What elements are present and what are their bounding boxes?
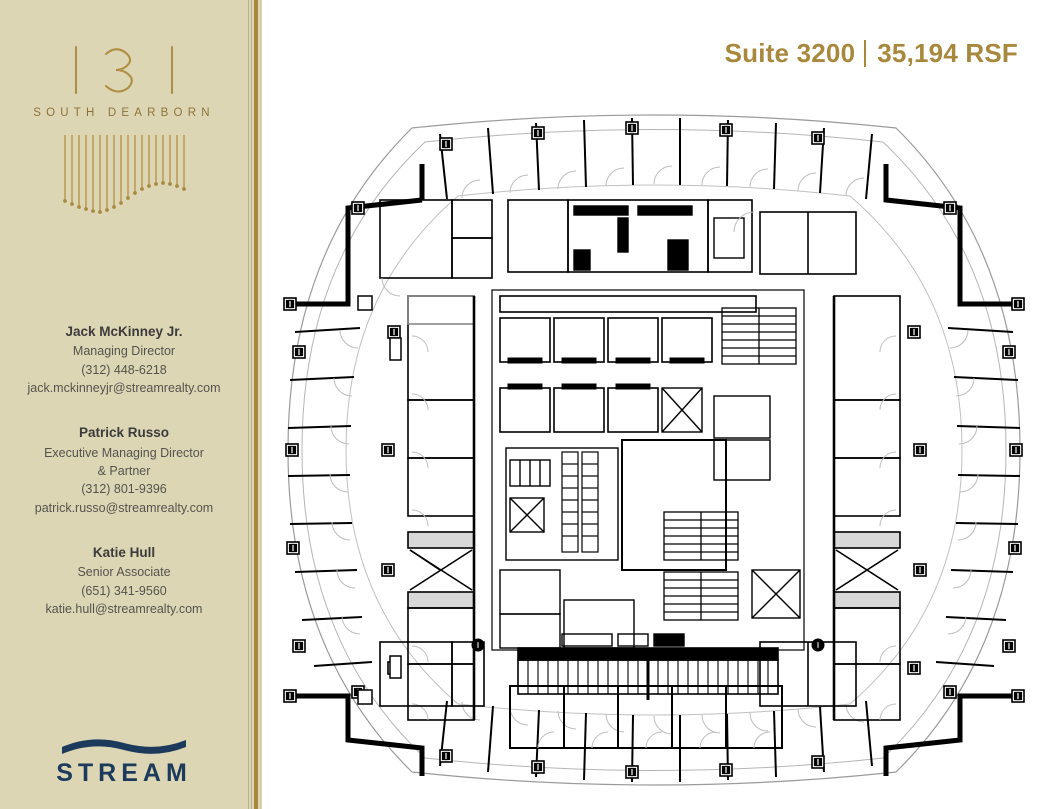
contact-title: Executive Managing Director <box>44 445 204 460</box>
page-title: Suite 3200 35,194 RSF <box>725 38 1018 69</box>
contact-name: Katie Hull <box>92 545 156 561</box>
sidebar-divider <box>248 0 262 809</box>
contact-card: Katie Hull Senior Associate (651) 341-95… <box>0 543 248 618</box>
contact-phone[interactable]: (651) 341-9560 <box>81 583 167 598</box>
contact-phone[interactable]: (312) 801-9396 <box>81 482 167 497</box>
contact-email[interactable]: katie.hull@streamrealty.com <box>45 602 203 617</box>
rsf-label: 35,194 RSF <box>877 38 1018 68</box>
contact-phone[interactable]: (312) 448-6218 <box>81 362 167 377</box>
main-panel: Suite 3200 35,194 RSF <box>262 0 1046 809</box>
floor-plan-drawing <box>262 100 1046 800</box>
suite-label: Suite 3200 <box>724 38 856 68</box>
contact-name: Patrick Russo <box>78 425 170 441</box>
building-logo: SOUTH DEARBORN <box>0 42 248 219</box>
logo-131-mark <box>0 42 248 95</box>
contact-card: Patrick Russo Executive Managing Directo… <box>0 423 248 517</box>
contact-list: Jack McKinney Jr. Managing Director (312… <box>0 322 248 645</box>
title-divider <box>864 40 867 67</box>
contact-email[interactable]: jack.mckinneyjr@streamrealty.com <box>27 381 221 395</box>
contact-title: Managing Director <box>72 344 176 359</box>
contact-email[interactable]: patrick.russo@streamrealty.com <box>34 500 214 515</box>
sidebar: SOUTH DEARBORN <box>0 0 262 809</box>
contact-title: Senior Associate <box>77 565 171 580</box>
logo-wave-mark <box>0 133 248 219</box>
stream-realty-logo: STREAM <box>0 731 248 787</box>
logo-subtitle: SOUTH DEARBORN <box>33 107 215 119</box>
contact-name: Jack McKinney Jr. <box>65 324 183 339</box>
svg-text:STREAM: STREAM <box>56 759 192 787</box>
contact-card: Jack McKinney Jr. Managing Director (312… <box>0 322 248 397</box>
contact-title-line2: & Partner <box>97 464 151 478</box>
